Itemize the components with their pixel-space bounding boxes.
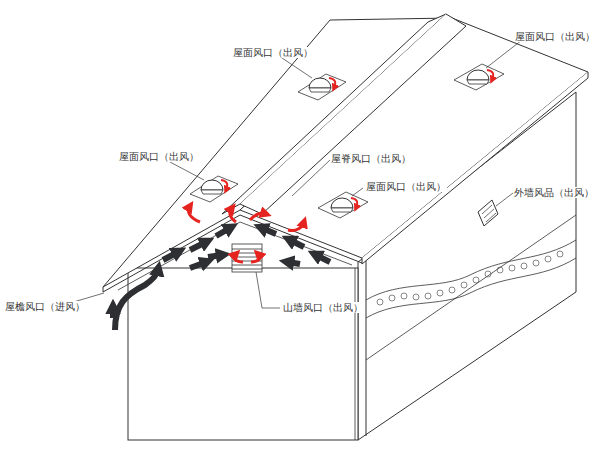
callout-label: 屋檐风口（进风） (4, 301, 86, 312)
front-wall (128, 268, 358, 440)
gable-vent (232, 244, 262, 272)
callout-label: 山墙风口（出风） (282, 302, 364, 313)
callout-label: 外墙风品（出风） (513, 187, 595, 198)
callout-label: 屋面风口（出风） (232, 47, 314, 58)
callout-label: 屋面风口（出风） (514, 31, 596, 42)
callout-label: 屋面风口（出风） (365, 181, 447, 192)
roof-vent (318, 192, 368, 218)
roof-vent (298, 74, 346, 100)
leader-line (60, 40, 522, 308)
airflow-out-arrow (188, 206, 304, 262)
roof-vent (190, 176, 238, 202)
roof-vent (454, 64, 504, 90)
airflow-in-arrow (113, 228, 330, 330)
callout-label: 屋面风口（出风） (118, 151, 200, 162)
wall-vent (478, 200, 498, 226)
ridge-vent (222, 14, 446, 214)
callout-label: 屋脊风口（出风） (330, 153, 412, 164)
